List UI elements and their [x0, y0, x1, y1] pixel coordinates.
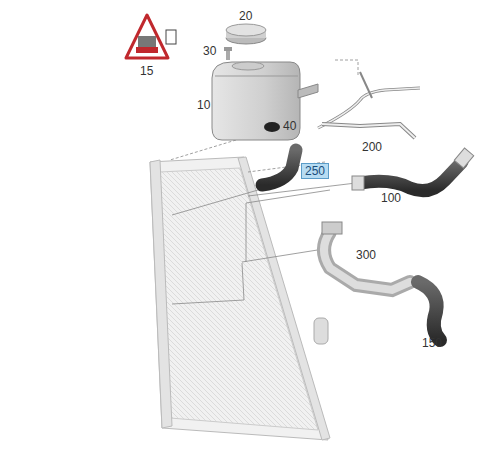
warning-label [126, 15, 176, 58]
callout-number: 150 [422, 336, 442, 350]
hose-250 [262, 150, 296, 185]
callout-number: 40 [283, 119, 296, 133]
hose-200 [318, 72, 420, 138]
grommet [264, 122, 280, 132]
hose-150 [418, 282, 440, 340]
callout-number: 30 [203, 44, 216, 58]
callout-number: 10 [197, 98, 210, 112]
radiator [150, 157, 330, 440]
callout-number: 20 [239, 9, 252, 23]
cap [226, 24, 266, 44]
callout-number: 15 [140, 64, 153, 78]
highlighted-callout: 250 [301, 163, 329, 179]
pipe-300 [322, 222, 410, 290]
callout-number: 200 [362, 140, 382, 154]
hose-100 [352, 148, 474, 191]
callout-number: 100 [381, 191, 401, 205]
screw [224, 47, 232, 60]
callout-number: 300 [356, 248, 376, 262]
expansion-tank [212, 62, 318, 140]
callout-number: 250 [305, 164, 325, 178]
